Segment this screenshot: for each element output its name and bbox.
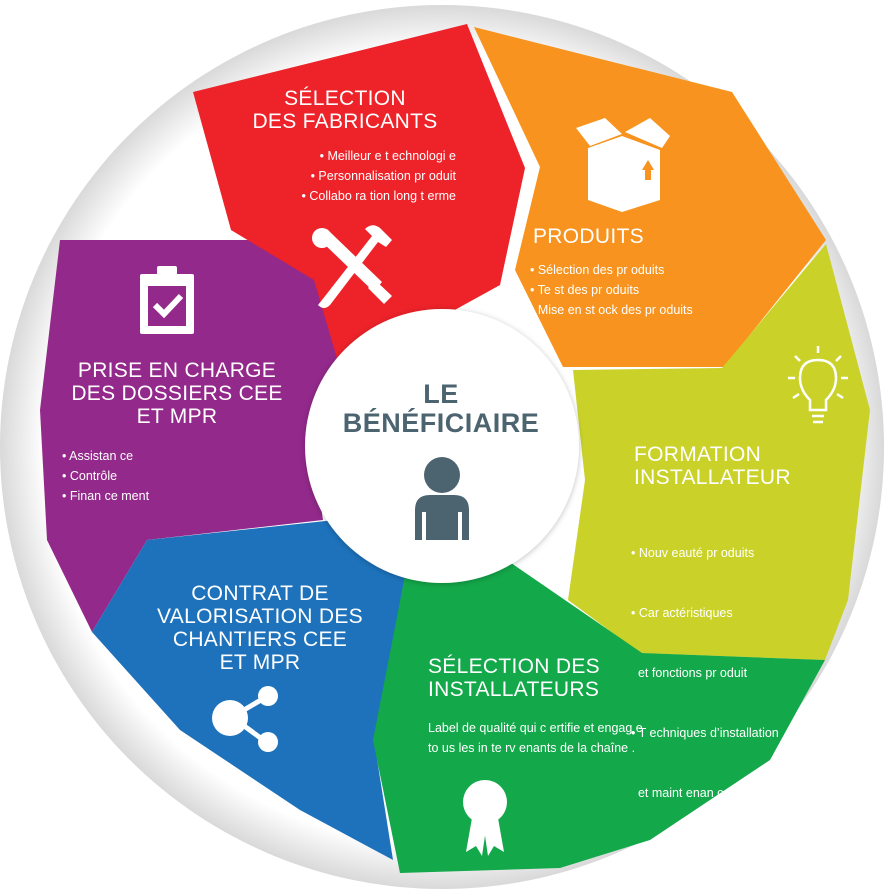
formation-item: et fonctions pr oduit	[631, 666, 748, 680]
produits-item: • Te st des pr oduits	[530, 283, 640, 297]
center-title-line1: LE	[423, 379, 459, 409]
dossiers-item: • Contrôle	[62, 469, 118, 483]
segment-contrat	[92, 520, 410, 860]
contrat-title-line1: CONTRAT DE	[191, 582, 329, 605]
dossiers-title-line2: DES DOSSIERS CEE	[71, 382, 283, 405]
segment-formation	[568, 244, 870, 660]
segment-dossiers	[40, 240, 373, 632]
installateurs-text-line: to us les in te rv enants de la chaîne .	[428, 741, 636, 755]
fabricants-item: • Personnalisation pr oduit	[310, 169, 456, 183]
fabricants-title-line1: SÉLECTION	[284, 87, 406, 110]
produits-item: • Mise en st ock des pr oduits	[530, 303, 693, 317]
installateurs-text-line: Label de qualité qui c ertifie et engag …	[428, 721, 643, 735]
formation-item: • T echniques d’installation	[631, 726, 779, 740]
contrat-title-line3: CHANTIERS CEE	[172, 628, 348, 651]
installateurs-description: Label de qualité qui c ertifie et engag …	[428, 718, 748, 758]
produits-title: PRODUITS	[533, 225, 733, 248]
fabricants-item: • Collabo ra tion long t erme	[301, 189, 456, 203]
fabricants-item: • Meilleur e t echnologi e	[319, 149, 456, 163]
dossiers-item: • Finan ce ment	[62, 489, 150, 503]
segment-fabricants	[193, 24, 525, 372]
formation-list: • Nouv eauté pr oduits • Car actéristiqu…	[631, 503, 836, 823]
dossiers-title-line3: ET MPR	[136, 405, 218, 428]
fabricants-title-line2: DES FABRICANTS	[252, 110, 438, 133]
dossiers-item: • Assistan ce	[62, 449, 134, 463]
contrat-title-line4: ET MPR	[219, 651, 301, 674]
produits-title-line1: PRODUITS	[533, 225, 644, 248]
dossiers-title-line1: PRISE EN CHARGE	[77, 359, 277, 382]
formation-item: • Car actéristiques	[631, 606, 733, 620]
contrat-title-line2: VALORISATION DES	[157, 605, 363, 628]
formation-title-line1: FORMATION	[634, 443, 762, 466]
dossiers-list: • Assistan ce • Contrôle • Finan ce ment	[62, 446, 212, 506]
clipboard-check-icon	[140, 266, 194, 334]
box-icon	[576, 118, 670, 212]
installateurs-title-line1: SÉLECTION DES	[428, 655, 600, 678]
tools-icon	[312, 225, 392, 308]
fabricants-list: • Meilleur e t echnologi e • Personnalis…	[230, 146, 456, 206]
contrat-title: CONTRAT DE VALORISATION DES CHANTIERS CE…	[130, 582, 390, 674]
center-title: LE BÉNÉFICIAIRE	[321, 380, 561, 438]
share-icon	[212, 686, 278, 752]
formation-item: et maint enan ce	[631, 786, 731, 800]
produits-list: • Sélection des pr oduits • Te st des pr…	[530, 260, 770, 320]
fabricants-title: SÉLECTION DES FABRICANTS	[232, 87, 458, 133]
formation-title-line2: INSTALLATEUR	[634, 466, 791, 489]
formation-title: FORMATION INSTALLATEUR	[634, 443, 854, 489]
installateurs-title: SÉLECTION DES INSTALLATEURS	[428, 655, 678, 701]
formation-item: • Nouv eauté pr oduits	[631, 546, 755, 560]
center-circle	[305, 309, 579, 583]
installateurs-title-line2: INSTALLATEURS	[428, 678, 600, 701]
dossiers-title: PRISE EN CHARGE DES DOSSIERS CEE ET MPR	[52, 359, 302, 428]
lightbulb-icon	[788, 346, 848, 424]
award-ribbon-icon	[463, 780, 507, 856]
person-icon	[415, 457, 469, 540]
produits-item: • Sélection des pr oduits	[530, 263, 665, 277]
center-title-line2: BÉNÉFICIAIRE	[342, 408, 540, 438]
